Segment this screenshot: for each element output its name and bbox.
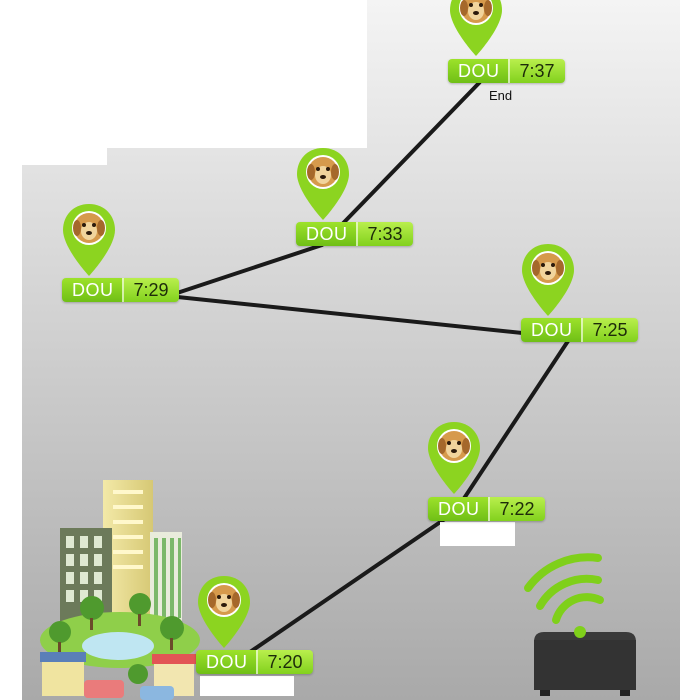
checkpoint-name: DOU	[428, 497, 488, 521]
checkpoint-tag[interactable]: DOU 7:29	[62, 278, 179, 302]
blank-label-box	[440, 522, 515, 546]
dog-location-pin-icon[interactable]	[448, 0, 504, 58]
dog-location-pin-icon[interactable]	[520, 242, 576, 318]
checkpoint-time: 7:22	[487, 497, 545, 521]
checkpoint-name: DOU	[196, 650, 256, 674]
blank-label-box	[200, 676, 294, 696]
checkpoint-time: 7:29	[121, 278, 179, 302]
city-buildings-park-icon	[40, 480, 200, 700]
checkpoint-time: 7:33	[355, 222, 413, 246]
checkpoint-name: DOU	[521, 318, 581, 342]
dog-location-pin-icon[interactable]	[295, 146, 351, 222]
checkpoint-name: DOU	[296, 222, 356, 246]
checkpoint-tag[interactable]: DOU 7:33	[296, 222, 413, 246]
dog-location-pin-icon[interactable]	[196, 574, 252, 650]
checkpoint-name: DOU	[62, 278, 122, 302]
checkpoint-time: 7:20	[255, 650, 313, 674]
checkpoint-tag[interactable]: DOU 7:20	[196, 650, 313, 674]
end-label: End	[489, 88, 513, 103]
dog-location-pin-icon[interactable]	[426, 420, 482, 496]
wifi-tracker-hub-icon	[524, 553, 636, 696]
checkpoint-tag[interactable]: DOU 7:22	[428, 497, 545, 521]
checkpoint-time: 7:25	[580, 318, 638, 342]
checkpoint-tag[interactable]: DOU 7:37	[448, 59, 565, 83]
checkpoint-tag[interactable]: DOU 7:25	[521, 318, 638, 342]
route-path	[166, 80, 572, 654]
checkpoint-name: DOU	[448, 59, 508, 83]
dog-location-pin-icon[interactable]	[61, 202, 117, 278]
checkpoint-time: 7:37	[507, 59, 565, 83]
